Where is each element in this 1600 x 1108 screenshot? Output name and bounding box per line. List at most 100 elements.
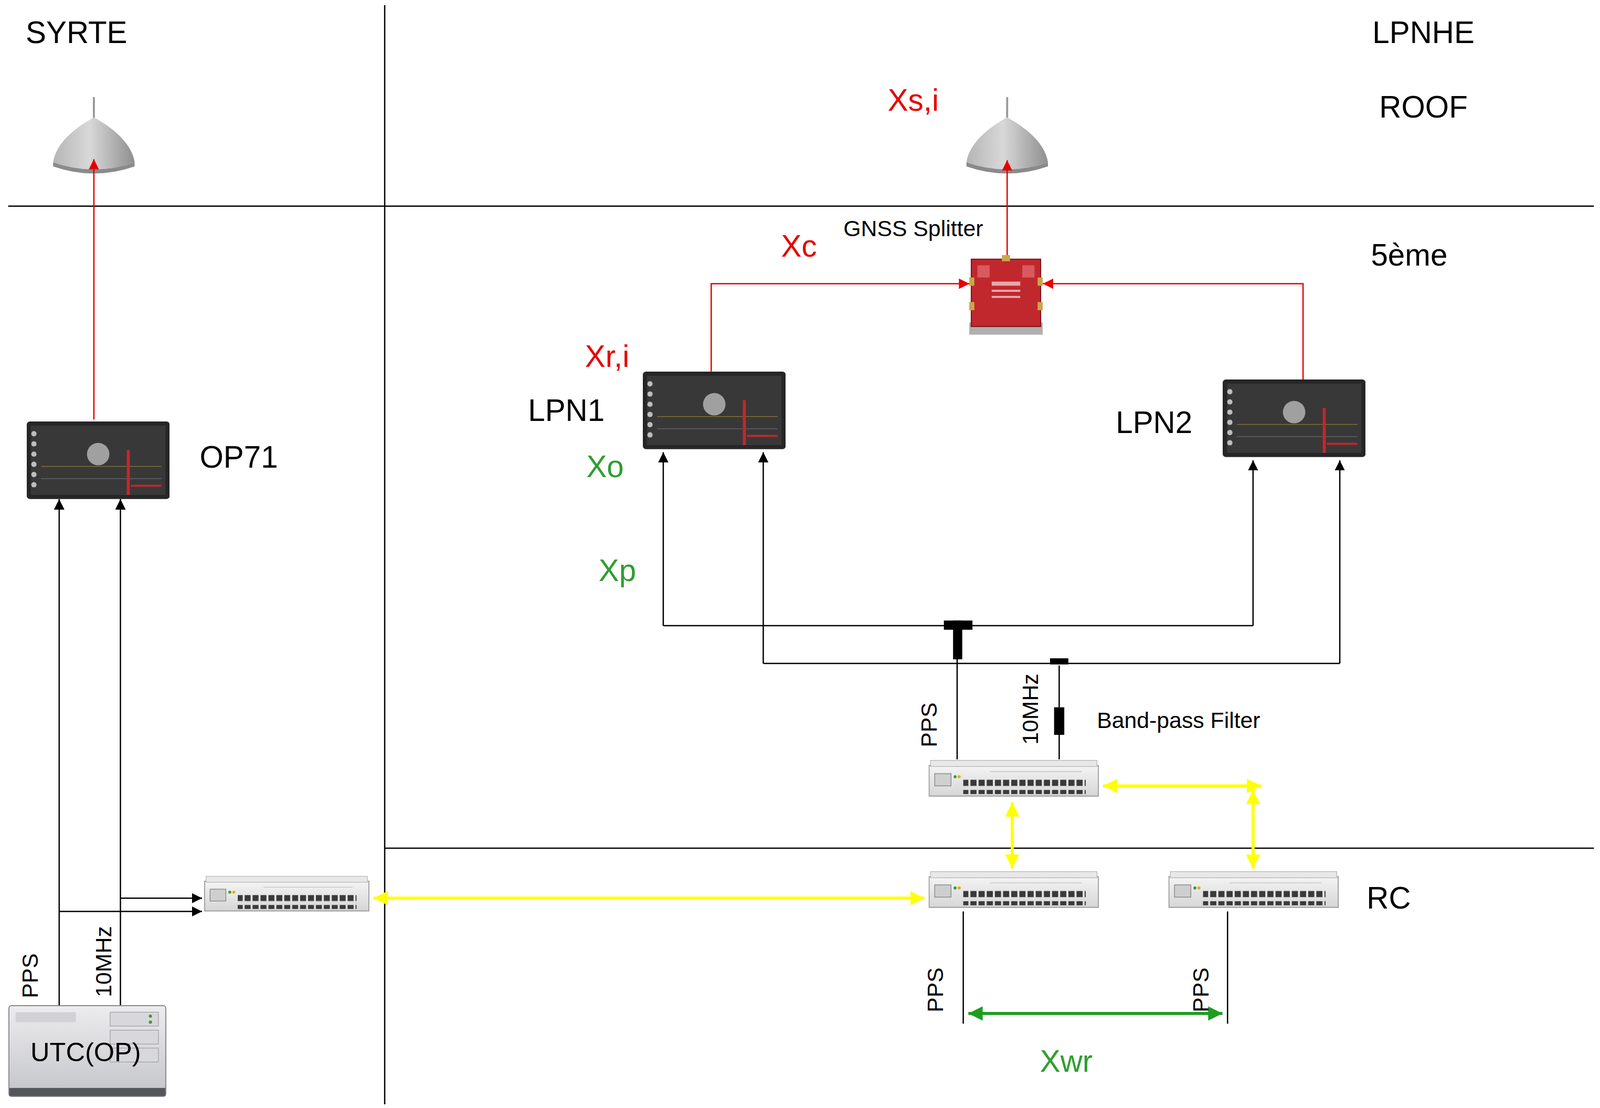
- receiver-illustration: [647, 421, 653, 428]
- white-rabbit-switch: [1168, 871, 1339, 908]
- receiver-illustration: [1222, 379, 1366, 458]
- splitter-illustration: [971, 259, 1041, 327]
- receiver-illustration: [30, 441, 37, 447]
- receiver-illustration: [703, 393, 726, 416]
- receiver-illustration: [30, 425, 166, 495]
- receiver-illustration: [1226, 399, 1233, 405]
- splitter-illustration: [991, 295, 1021, 299]
- signal-name: PPS: [1188, 967, 1214, 1013]
- ten-mhz-distribution: [1058, 734, 1061, 760]
- component-label: Band-pass Filter: [1096, 707, 1260, 733]
- antenna-cable: [93, 159, 1008, 420]
- area-label: Xc: [781, 229, 818, 263]
- ten-mhz-distribution: [1339, 460, 1341, 664]
- receiver-illustration: [30, 471, 37, 478]
- standard-illustration: [9, 1087, 166, 1096]
- signal-cable: [1042, 283, 1303, 380]
- receiver-illustration: [1222, 379, 1366, 458]
- reference-branch: [59, 897, 203, 911]
- white-rabbit-switch: [928, 871, 1099, 908]
- receiver-illustration: [647, 380, 653, 387]
- white-rabbit-switch: [928, 760, 1099, 797]
- receiver-illustration: [1226, 419, 1233, 426]
- reference-branch: [59, 910, 203, 913]
- receiver-illustration: [86, 442, 110, 466]
- splitter-illustration: [977, 265, 990, 278]
- pps-output: [968, 1011, 1223, 1015]
- ten-mhz-distribution: [1050, 658, 1069, 665]
- pps-output: [963, 910, 1228, 1024]
- receiver-illustration: [40, 465, 162, 467]
- area-label: Xp: [598, 553, 637, 588]
- ten-mhz-distribution: [763, 451, 1340, 759]
- receiver-illustration: [743, 399, 747, 445]
- frequency-standard: UTC(OP): [8, 1004, 167, 1097]
- pps-distribution: [956, 653, 959, 760]
- antenna-cable: [93, 159, 95, 420]
- pps-distribution: [662, 451, 665, 626]
- receiver-illustration: [1236, 424, 1358, 425]
- pps-output: [963, 910, 1228, 1024]
- standard-illustration: [148, 1020, 152, 1024]
- antenna-cable: [1006, 160, 1009, 256]
- region-divider: [384, 847, 1594, 850]
- standard-illustration: [148, 1014, 152, 1018]
- receiver-illustration: [1226, 383, 1362, 453]
- ten-mhz-distribution: [1058, 665, 1061, 708]
- receiver-illustration: [40, 478, 162, 479]
- splitter-illustration: [991, 289, 1021, 292]
- device-label: LPN1: [527, 393, 605, 428]
- pps-distribution: [1252, 460, 1255, 626]
- receiver-illustration: [647, 401, 653, 407]
- fiber-link: [373, 785, 1262, 898]
- ten-mhz-distribution: [762, 451, 765, 664]
- fiber-link: [373, 896, 925, 900]
- receiver-illustration: [1226, 409, 1233, 416]
- region-divider: [8, 205, 1595, 208]
- receiver-illustration: [647, 375, 782, 445]
- region-divider: [8, 5, 1595, 1105]
- splitter-illustration: [1022, 265, 1035, 278]
- signal-cable: [711, 283, 970, 372]
- receiver-illustration: [1326, 442, 1358, 445]
- device-label: OP71: [199, 440, 278, 474]
- area-label: LPNHE: [1372, 15, 1475, 50]
- splitter-illustration: [1037, 302, 1044, 311]
- receiver-illustration: [647, 411, 653, 417]
- fiber-link: [1251, 789, 1255, 869]
- signal-name: PPS: [923, 967, 949, 1013]
- area-label: Xs,i: [887, 82, 939, 117]
- receiver-illustration: [647, 391, 653, 397]
- receiver-illustration: [26, 421, 170, 500]
- area-label: RC: [1366, 881, 1411, 915]
- signal-cable: [58, 499, 61, 1005]
- splitter-illustration: [991, 281, 1021, 286]
- device-label: GNSS Splitter: [843, 216, 983, 241]
- receiver-illustration: [30, 482, 37, 488]
- signal-name: 10MHz: [1018, 673, 1043, 745]
- standard-illustration: [109, 1012, 158, 1027]
- splitter-illustration: [1002, 255, 1011, 262]
- fiber-link: [1010, 801, 1014, 868]
- area-label: SYRTE: [25, 15, 127, 50]
- receiver-illustration: [130, 484, 162, 487]
- area-label: 5ème: [1370, 238, 1448, 272]
- area-label: Xwr: [1040, 1044, 1093, 1078]
- receiver-illustration: [657, 416, 778, 417]
- receiver-illustration: [1236, 436, 1358, 438]
- ten-mhz-distribution: [763, 451, 1340, 759]
- splitter-illustration: [969, 255, 1043, 337]
- white-rabbit-switch: [204, 760, 1339, 911]
- receiver-illustration: [30, 430, 37, 437]
- receiver-illustration: [1322, 408, 1326, 454]
- fiber-link: [1103, 783, 1262, 788]
- signal-name: 10MHz: [91, 925, 117, 997]
- receiver-illustration: [126, 450, 130, 496]
- gnss-receiver: LPN2: [1222, 379, 1366, 458]
- pps-output: [1226, 910, 1229, 1024]
- device-label: LPN2: [1115, 405, 1193, 440]
